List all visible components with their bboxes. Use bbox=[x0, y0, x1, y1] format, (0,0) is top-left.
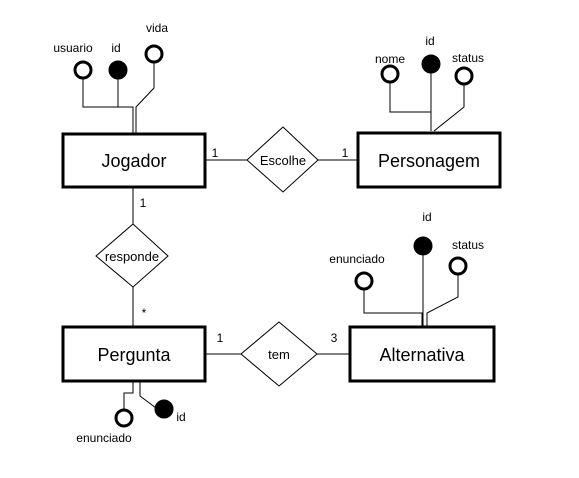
key-attribute-icon bbox=[154, 399, 174, 419]
attribute-vida[interactable]: vida bbox=[144, 21, 168, 64]
attribute-usuario-label: usuario bbox=[53, 41, 93, 55]
entity-pergunta[interactable]: Pergunta bbox=[61, 325, 207, 383]
attribute-id-personagem-label: id bbox=[425, 34, 434, 48]
relationship-escolhe[interactable]: Escolhe bbox=[246, 126, 319, 193]
cardinality-responde-pergunta: * bbox=[142, 306, 147, 320]
connectors bbox=[82, 62, 465, 410]
attribute-nome[interactable]: nome bbox=[375, 52, 405, 84]
line-attr-nome bbox=[389, 82, 432, 131]
regular-attribute-icon bbox=[73, 60, 93, 80]
attribute-enunciado-pergunta-label: enunciado bbox=[76, 431, 132, 445]
attribute-usuario[interactable]: usuario bbox=[53, 41, 93, 80]
cardinality-pergunta-tem: 1 bbox=[217, 331, 224, 345]
line-attr-enunciado-alt bbox=[363, 289, 423, 326]
entity-personagem[interactable]: Personagem bbox=[356, 131, 502, 189]
regular-attribute-icon bbox=[114, 408, 134, 428]
cardinality-escolhe-personagem: 1 bbox=[342, 146, 349, 160]
entity-jogador[interactable]: Jogador bbox=[61, 132, 207, 189]
cardinality-jogador-responde: 1 bbox=[140, 196, 147, 210]
line-attr-enunciado-perg bbox=[123, 381, 134, 410]
attribute-id-pergunta-label: id bbox=[176, 410, 185, 424]
entity-jogador-label: Jogador bbox=[101, 151, 166, 171]
regular-attribute-icon bbox=[454, 66, 474, 86]
attribute-enunciado-alternativa[interactable]: enunciado bbox=[329, 252, 385, 291]
line-attr-id-perg bbox=[139, 381, 157, 409]
attribute-id-alternativa[interactable]: id bbox=[413, 210, 433, 256]
key-attribute-icon bbox=[421, 54, 441, 74]
attribute-id-jogador[interactable]: id bbox=[108, 41, 128, 80]
attribute-status-alternativa-label: status bbox=[452, 238, 484, 252]
relationship-responde-label: responde bbox=[105, 249, 159, 264]
attribute-enunciado-alternativa-label: enunciado bbox=[329, 252, 385, 266]
relationship-tem[interactable]: tem bbox=[240, 321, 318, 387]
cardinality-jogador-escolhe: 1 bbox=[212, 146, 219, 160]
regular-attribute-icon bbox=[354, 271, 374, 291]
attribute-vida-label: vida bbox=[146, 21, 168, 35]
regular-attribute-icon bbox=[144, 44, 164, 64]
entity-pergunta-label: Pergunta bbox=[97, 345, 171, 365]
attribute-id-pergunta[interactable]: id bbox=[154, 399, 186, 424]
entity-alternativa-label: Alternativa bbox=[379, 345, 465, 365]
line-attr-vida bbox=[135, 62, 155, 133]
attribute-id-personagem[interactable]: id bbox=[421, 34, 441, 74]
attribute-id-alternativa-label: id bbox=[422, 210, 431, 224]
attribute-status-personagem-label: status bbox=[452, 51, 484, 65]
cardinality-tem-alternativa: 3 bbox=[331, 331, 338, 345]
key-attribute-icon bbox=[108, 60, 128, 80]
entity-alternativa[interactable]: Alternativa bbox=[348, 325, 496, 383]
attribute-enunciado-pergunta[interactable]: enunciado bbox=[76, 408, 134, 445]
attribute-id-jogador-label: id bbox=[111, 41, 120, 55]
attribute-status-alternativa[interactable]: status bbox=[448, 238, 484, 276]
relationship-escolhe-label: Escolhe bbox=[260, 153, 306, 168]
relationship-responde[interactable]: responde bbox=[95, 223, 169, 288]
line-attr-status-alt bbox=[426, 274, 459, 326]
entity-personagem-label: Personagem bbox=[378, 151, 480, 171]
regular-attribute-icon bbox=[380, 64, 400, 84]
regular-attribute-icon bbox=[448, 256, 468, 276]
line-attr-status-personagem bbox=[433, 84, 465, 132]
key-attribute-icon bbox=[413, 236, 433, 256]
line-attr-usuario bbox=[82, 78, 134, 133]
cardinalities: 1 1 1 * 1 3 bbox=[140, 146, 349, 345]
relationship-tem-label: tem bbox=[268, 347, 290, 362]
attribute-status-personagem[interactable]: status bbox=[452, 51, 484, 86]
attribute-nome-label: nome bbox=[375, 52, 405, 66]
